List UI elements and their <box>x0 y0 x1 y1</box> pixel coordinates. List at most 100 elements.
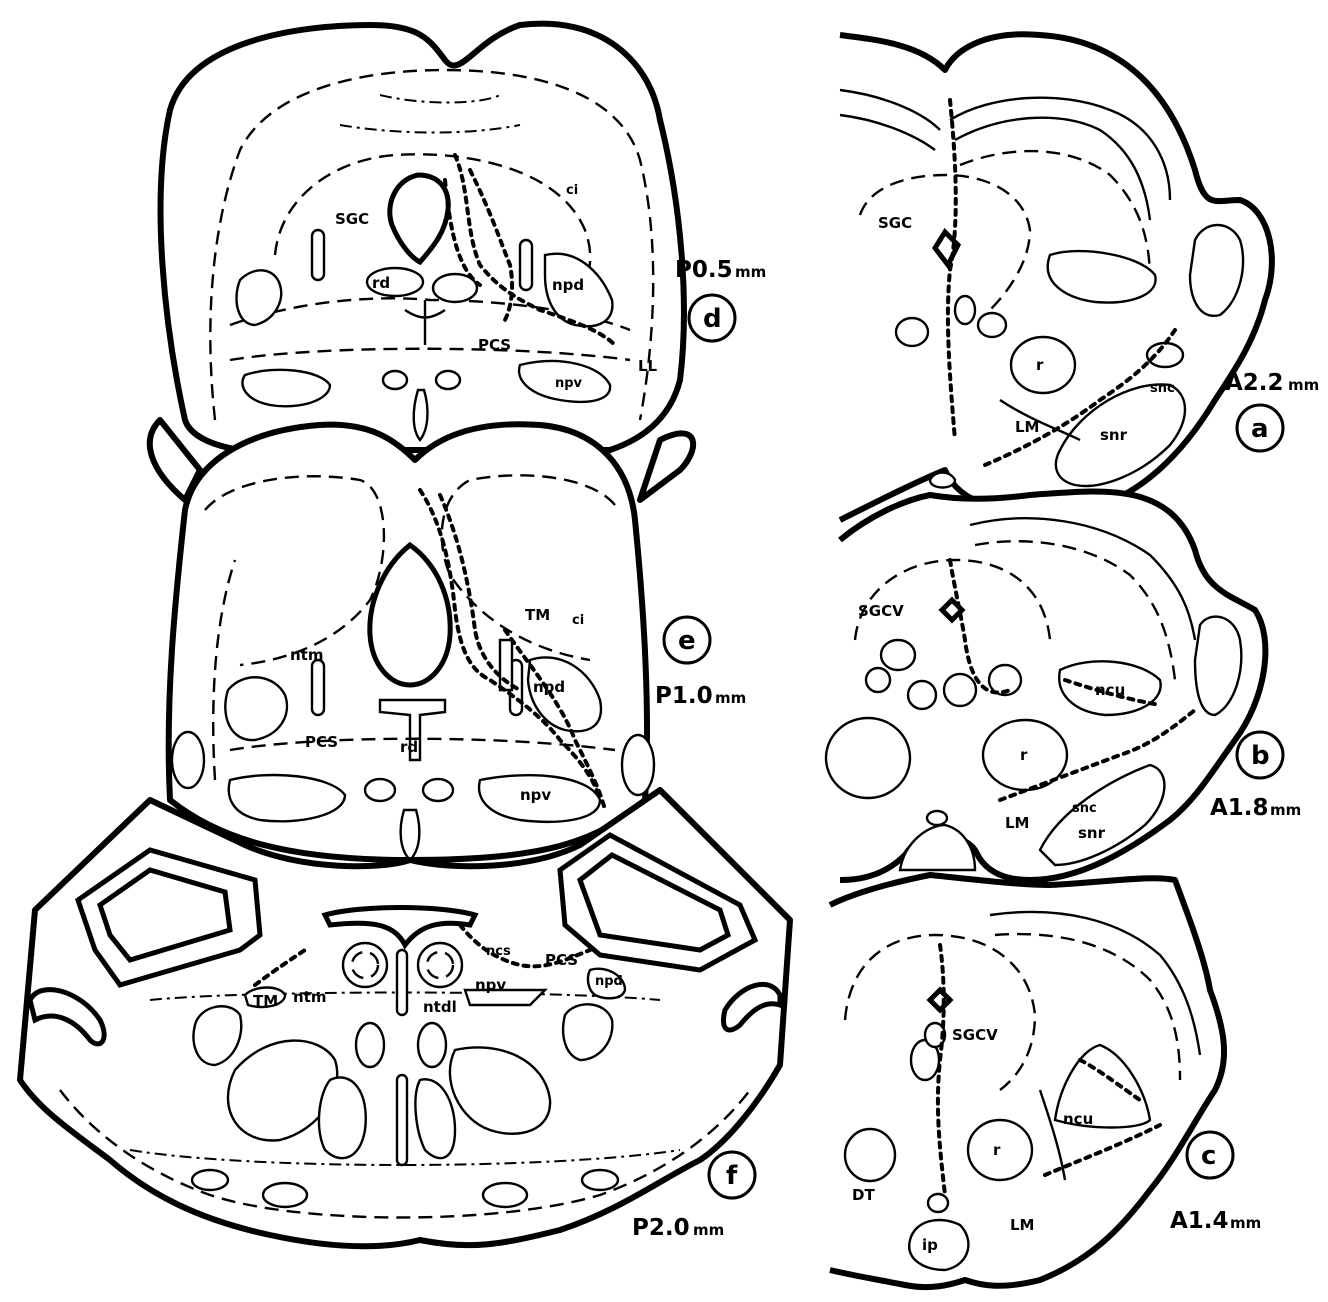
label-b-ncu: ncu <box>1095 681 1125 699</box>
label-d-ci: ci <box>566 183 578 198</box>
section-a-small-2 <box>978 313 1006 337</box>
section-e-bar-left <box>312 660 324 715</box>
label-f-tm: TM <box>253 992 278 1010</box>
label-f-npd: npd <box>595 974 623 989</box>
section-d-small-1 <box>383 371 407 389</box>
section-c: SGCV ncu r DT ip LM <box>830 875 1224 1287</box>
section-f-midline-bar <box>397 950 407 1015</box>
level-b-unit: mm <box>1270 801 1301 819</box>
label-e-rd: rd <box>400 738 418 756</box>
section-a-small-3 <box>955 296 975 324</box>
section-e-small-1 <box>365 779 395 801</box>
label-d-npd: npd <box>552 276 584 294</box>
panel-d-letter: d <box>703 304 722 334</box>
section-d-left-ventral <box>242 370 330 407</box>
section-e-left-ventral <box>229 775 345 821</box>
label-c-ip: ip <box>922 1236 938 1254</box>
section-b-small-2 <box>908 681 936 709</box>
label-c-dt: DT <box>852 1186 875 1204</box>
label-d-npv: npv <box>555 376 583 391</box>
section-c-ip <box>909 1220 968 1270</box>
section-f-bottom-r2 <box>483 1183 527 1207</box>
level-f-value: P2.0 <box>632 1215 690 1241</box>
label-e-pcs: PCS <box>305 733 338 751</box>
section-e-midline-vent <box>401 810 420 860</box>
panel-e-letter: e <box>678 626 696 656</box>
label-f-pcs: PCS <box>545 951 578 969</box>
panel-b-letter: b <box>1251 741 1270 771</box>
section-f-ring-2 <box>418 943 462 987</box>
panel-a-letter: a <box>1251 414 1269 444</box>
label-f-ntdl: ntdl <box>423 998 457 1016</box>
section-f-bottom-l <box>192 1170 228 1190</box>
label-a-snc: snc <box>1150 381 1175 396</box>
label-b-snr: snr <box>1078 824 1106 842</box>
section-b-left-large <box>826 718 910 798</box>
level-f-unit: mm <box>693 1221 724 1239</box>
panel-e-marker: e P1.0 mm <box>655 617 746 709</box>
section-f-small-r2 <box>418 1023 446 1067</box>
label-e-npv: npv <box>520 786 551 804</box>
label-d-sgc: SGC <box>335 210 369 228</box>
label-c-r: r <box>993 1141 1001 1159</box>
level-c-value: A1.4 <box>1170 1208 1229 1234</box>
label-a-snr: snr <box>1100 426 1128 444</box>
section-d: SGC ci rd npd PCS LL npv <box>150 24 693 500</box>
label-a-lm: LM <box>1015 418 1040 436</box>
level-c-unit: mm <box>1230 1214 1261 1232</box>
section-b-small-1 <box>881 640 915 670</box>
section-f-center-left <box>319 1077 366 1158</box>
label-e-ntm: ntm <box>290 646 323 664</box>
level-d-unit: mm <box>735 263 766 281</box>
label-f-npv: npv <box>475 976 506 994</box>
section-e: TM ci ntm npd rd PCS npv <box>169 424 654 860</box>
section-b-small-3 <box>944 674 976 706</box>
label-e-tm: TM <box>525 606 550 624</box>
label-e-ci: ci <box>572 613 584 628</box>
section-e-lateral-right <box>622 735 654 795</box>
section-d-small-2 <box>436 371 460 389</box>
level-a-unit: mm <box>1288 376 1319 394</box>
section-a: SGC r LM snc snr <box>840 34 1272 520</box>
section-a-small-4 <box>1147 343 1183 367</box>
label-f-ncs: ncs <box>486 944 511 959</box>
section-d-bar-left <box>312 230 324 280</box>
label-c-lm: LM <box>1010 1216 1035 1234</box>
panel-c-letter: c <box>1201 1141 1216 1171</box>
section-c-ip-cap <box>928 1194 948 1212</box>
level-e-value: P1.0 <box>655 683 713 709</box>
section-e-small-2 <box>423 779 453 801</box>
section-b-small-5 <box>866 668 890 692</box>
section-e-lateral-left <box>172 732 204 788</box>
label-b-sgcv: SGCV <box>858 602 904 620</box>
label-e-npd: npd <box>533 678 565 696</box>
panel-f-letter: f <box>726 1161 738 1191</box>
label-c-sgcv: SGCV <box>952 1026 998 1044</box>
section-f-ring-1 <box>343 943 387 987</box>
section-f-bottom-r <box>582 1170 618 1190</box>
label-d-ll: LL <box>638 357 658 375</box>
section-f: TM ntm ntdl npv PCS npd ncs <box>20 790 790 1246</box>
panel-a-marker: A2.2 mm a <box>1225 370 1319 451</box>
section-b-vent-notch-cap <box>927 811 947 825</box>
section-a-small-1 <box>896 318 928 346</box>
label-d-pcs: PCS <box>478 336 511 354</box>
panel-c-marker: c A1.4 mm <box>1170 1132 1261 1234</box>
label-a-r: r <box>1036 356 1044 374</box>
section-c-left-oval <box>845 1129 895 1181</box>
section-a-vent-midline <box>930 473 955 488</box>
level-b-value: A1.8 <box>1210 795 1269 821</box>
level-e-unit: mm <box>715 689 746 707</box>
panel-d-marker: P0.5 mm d <box>675 257 766 341</box>
section-d-bar-right <box>520 240 532 290</box>
section-d-midline-vent <box>414 390 428 440</box>
section-f-center-bar <box>397 1075 407 1165</box>
label-b-snc: snc <box>1072 801 1097 816</box>
level-d-value: P0.5 <box>675 257 733 283</box>
section-f-small-l2 <box>356 1023 384 1067</box>
label-b-lm: LM <box>1005 814 1030 832</box>
label-c-ncu: ncu <box>1063 1110 1093 1128</box>
label-a-sgc: SGC <box>878 214 912 232</box>
